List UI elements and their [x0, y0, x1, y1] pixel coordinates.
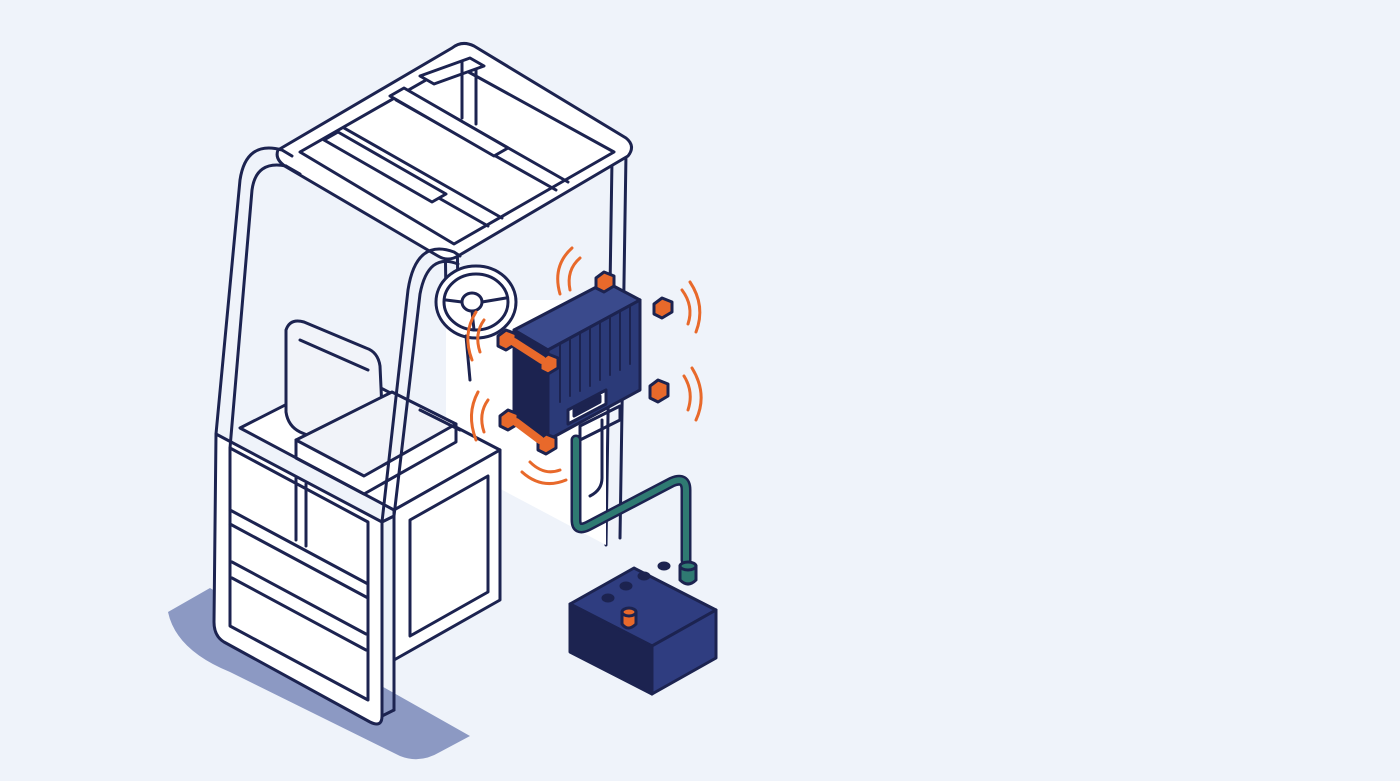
frame-overhead-guard — [275, 41, 633, 261]
frame-lower-cage — [212, 432, 396, 726]
vehicle-battery — [568, 560, 718, 696]
power-cable — [570, 434, 692, 566]
frame-front-posts — [214, 146, 462, 524]
steering-wheel — [434, 264, 518, 382]
orange-mounting-bolts — [496, 270, 674, 456]
device-bracket — [588, 418, 604, 498]
operator-seat — [284, 319, 462, 496]
vibration-wave-arcs — [466, 246, 703, 486]
